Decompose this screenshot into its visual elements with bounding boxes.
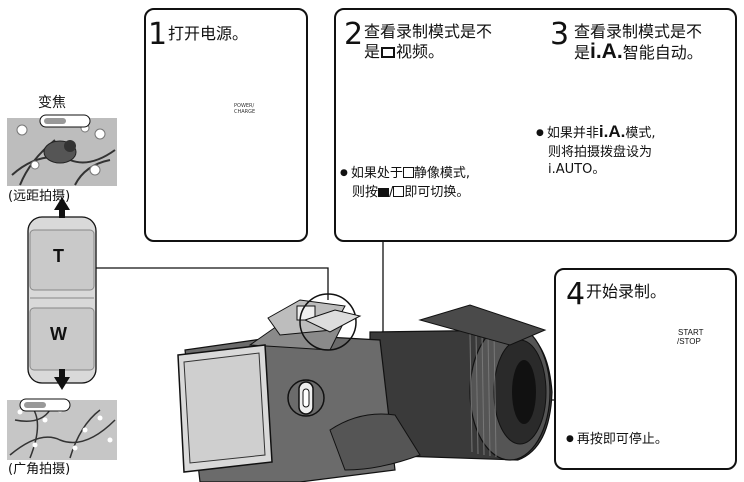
power-charge-label: POWER/ CHARGE: [234, 103, 256, 115]
step3-text-line2: 是i.A.智能自动。: [574, 40, 703, 63]
step4-box: 4 开始录制。 START /STOP 再按即可停止。: [554, 268, 737, 470]
tele-key-label: T: [53, 246, 64, 266]
wide-caption: (广角拍摄): [8, 462, 71, 477]
wide-key-label: W: [50, 324, 67, 344]
zoom-lever-illustration: [27, 197, 97, 390]
step1-text: 打开电源。: [168, 24, 249, 43]
wide-photo-image: [7, 398, 117, 460]
video-mode-icon: [381, 47, 396, 58]
step3-text-line1: 查看录制模式是不: [574, 22, 703, 41]
zoom-title: 变焦: [38, 95, 66, 111]
step2-number: 2: [344, 17, 364, 52]
step2-3-box: 2 查看录制模式是不 是视频。 3 查看录制模式是不 是i.A.智能自动。 如果…: [334, 8, 737, 242]
zoom-lever-highlight: [299, 293, 357, 351]
step2-text-line1: 查看录制模式是不: [364, 22, 493, 41]
start-stop-label-line1: START: [678, 328, 704, 337]
step4-note: 再按即可停止。: [566, 432, 668, 449]
step4-number: 4: [566, 277, 586, 312]
zoom-connector-line: [95, 267, 329, 300]
video-mode-icon-small: [378, 188, 390, 197]
step3-note: 如果并非i.A.模式, 则将拍摄拨盘设为 i.AUTO。: [536, 123, 656, 178]
photo-mode-icon-small: [393, 186, 405, 197]
camcorder-illustration: [177, 293, 553, 482]
step1-box: 1 打开电源。 POWER/ CHARGE: [144, 8, 308, 242]
tele-photo-image: [7, 114, 117, 186]
tele-caption: (远距拍摄): [8, 189, 71, 204]
photo-mode-icon: [402, 167, 414, 178]
step3-number: 3: [550, 17, 570, 52]
start-stop-highlight: [287, 379, 325, 417]
step1-number: 1: [148, 17, 168, 52]
step4-text: 开始录制。: [586, 282, 667, 301]
start-stop-label-line2: /STOP: [677, 337, 701, 346]
step2-text-line2: 是视频。: [364, 42, 445, 61]
